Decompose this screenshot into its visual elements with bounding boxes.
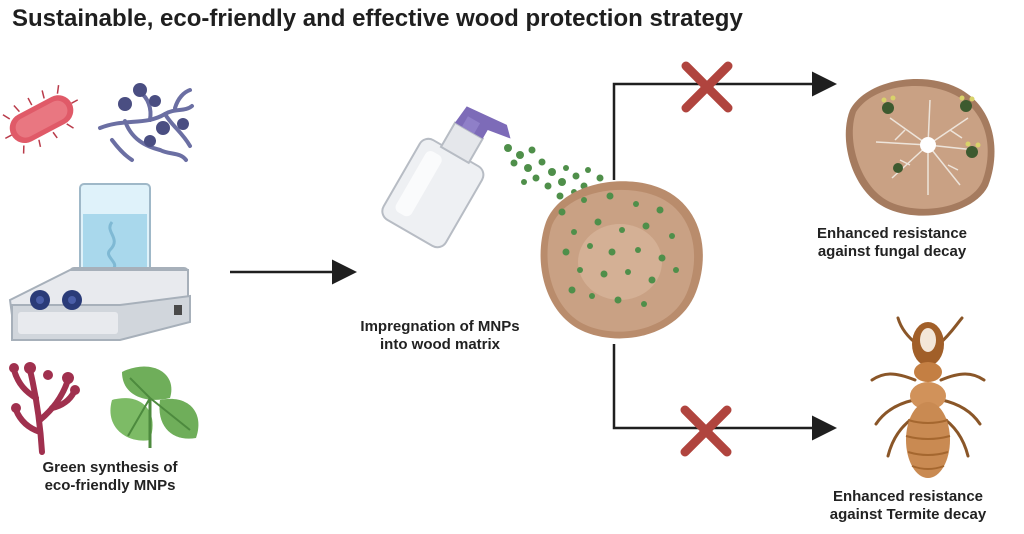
spray-bottle-icon	[381, 106, 511, 249]
termite-line-2: against Termite decay	[829, 506, 987, 524]
impregnation-line-2: into wood matrix	[380, 336, 500, 354]
decayed-wood-icon	[845, 79, 995, 216]
wood-section-icon	[540, 181, 703, 339]
bacterium-icon	[2, 85, 79, 154]
page-title: Sustainable, eco-friendly and effective …	[12, 5, 743, 32]
termite-icon	[870, 316, 986, 478]
nanoparticle-spray	[504, 144, 604, 200]
fungus-icon	[98, 83, 194, 162]
fungal-line-2: against fungal decay	[817, 243, 967, 261]
green-synthesis-line-1: Green synthesis of	[42, 459, 178, 476]
termite-resistance-label: Enhanced resistance against Termite deca…	[792, 488, 1024, 525]
green-synthesis-label: Green synthesis of eco-friendly MNPs	[0, 459, 220, 496]
impregnation-label: Impregnation of MNPs into wood matrix	[320, 318, 560, 355]
termite-line-1: Enhanced resistance	[832, 488, 984, 505]
seaweed-icon	[9, 362, 80, 455]
fungal-line-1: Enhanced resistance	[816, 225, 968, 242]
fungal-resistance-label: Enhanced resistance against fungal decay	[792, 225, 992, 262]
leaf-icon	[110, 366, 199, 448]
stirrer-beaker-icon	[8, 183, 191, 341]
cross-icon-fungal	[681, 61, 733, 113]
impregnation-line-1: Impregnation of MNPs	[360, 318, 520, 335]
green-synthesis-line-2: eco-friendly MNPs	[44, 477, 176, 495]
cross-icon-termite	[680, 405, 732, 457]
branch-connector	[612, 71, 837, 441]
